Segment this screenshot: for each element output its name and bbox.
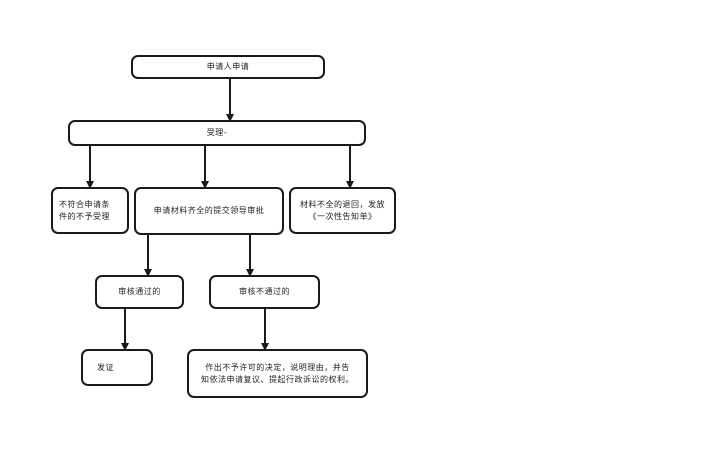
node-notice: 材料不全的退回，发放 《一次性告知单》 (289, 187, 396, 234)
node-fail-label: 审核不通过的 (239, 287, 290, 297)
node-pass-label: 审核通过的 (118, 287, 161, 297)
node-review: 申请材料齐全的提交领导审批 (134, 187, 284, 235)
node-reject: 不符合申请条 件的不予受理 (51, 187, 129, 234)
node-issue-label: 发证 (97, 362, 114, 372)
node-accept: 受理- (68, 120, 366, 146)
node-review-label: 申请材料齐全的提交领导审批 (153, 206, 265, 216)
node-apply-label: 申请人申请 (206, 62, 250, 72)
node-apply: 申请人申请 (131, 55, 325, 79)
node-notice-label: 材料不全的退回，发放 《一次性告知单》 (300, 199, 385, 221)
node-fail: 审核不通过的 (209, 275, 320, 309)
node-accept-label: 受理- (206, 128, 228, 138)
node-issue: 发证 (81, 349, 153, 386)
node-decision-label: 作出不予许可的决定，说明理由，并告 知依法申请复议、提起行政诉讼的权利。 (201, 362, 354, 384)
node-decision: 作出不予许可的决定，说明理由，并告 知依法申请复议、提起行政诉讼的权利。 (187, 349, 368, 398)
node-reject-label: 不符合申请条 件的不予受理 (59, 199, 110, 221)
node-pass: 审核通过的 (95, 275, 184, 309)
